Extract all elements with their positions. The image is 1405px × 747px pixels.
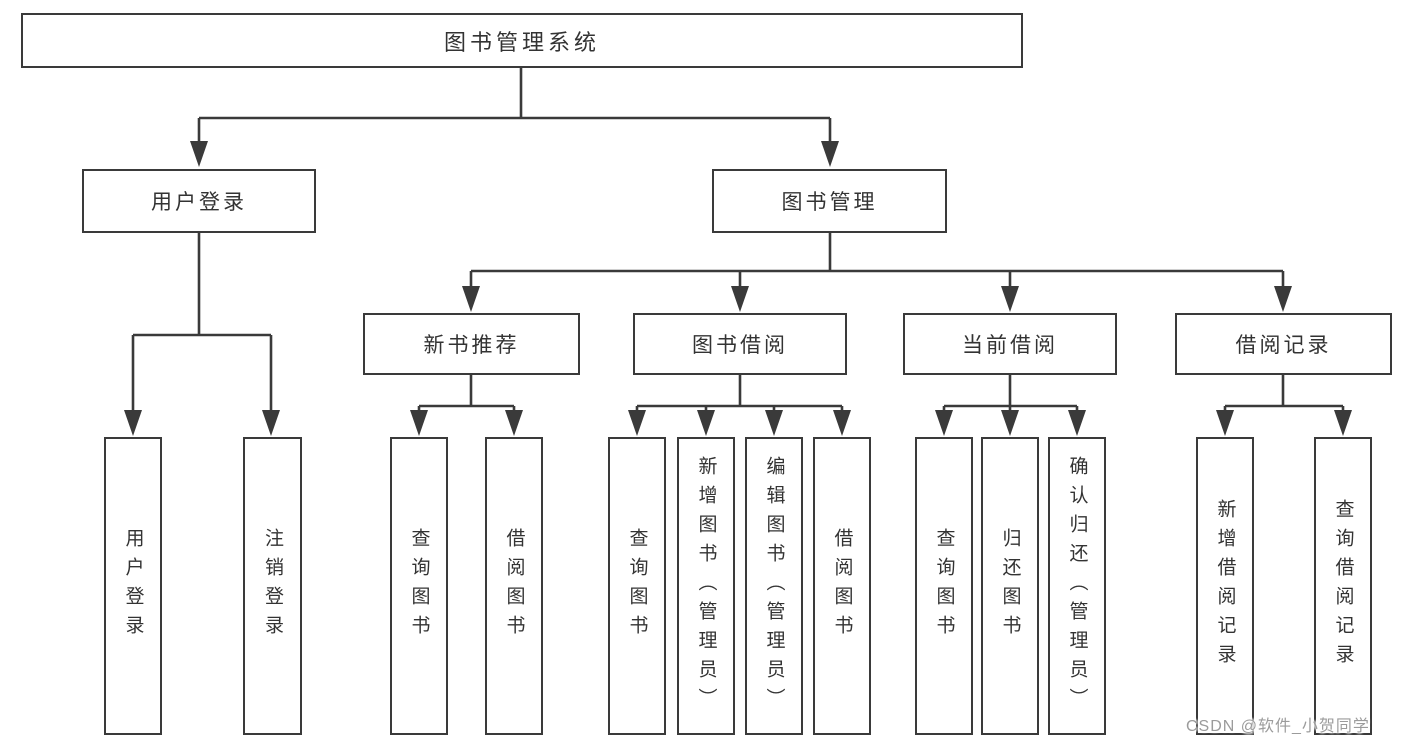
node-library-system: 图书管理系统	[21, 13, 1023, 68]
arrowhead-icon	[1001, 410, 1019, 436]
arrowhead-icon	[1068, 410, 1086, 436]
arrowhead-icon	[765, 410, 783, 436]
leaf-query-books-recommend: 查询图书	[390, 437, 448, 735]
arrowhead-icon	[462, 286, 480, 312]
arrowhead-icon	[1001, 286, 1019, 312]
arrowhead-icon	[1334, 410, 1352, 436]
arrowhead-icon	[1274, 286, 1292, 312]
leaf-borrow-books-recommend: 借阅图书	[485, 437, 543, 735]
leaf-add-book-admin: 新增图书（管理员）	[677, 437, 735, 735]
node-book-management: 图书管理	[712, 169, 947, 233]
node-borrow-records: 借阅记录	[1175, 313, 1392, 375]
node-user-login: 用户登录	[82, 169, 316, 233]
leaf-confirm-return-admin: 确认归还（管理员）	[1048, 437, 1106, 735]
leaf-add-borrow-record: 新增借阅记录	[1196, 437, 1254, 735]
arrowhead-icon	[833, 410, 851, 436]
arrowhead-icon	[821, 141, 839, 167]
watermark: CSDN @软件_小贺同学	[1186, 718, 1370, 735]
arrowhead-icon	[697, 410, 715, 436]
node-new-book-recommend: 新书推荐	[363, 313, 580, 375]
arrowhead-icon	[935, 410, 953, 436]
arrowhead-icon	[262, 410, 280, 436]
leaf-return-book: 归还图书	[981, 437, 1039, 735]
arrowhead-icon	[410, 410, 428, 436]
arrowhead-icon	[1216, 410, 1234, 436]
leaf-borrow-books-borrow: 借阅图书	[813, 437, 871, 735]
arrowhead-icon	[628, 410, 646, 436]
leaf-query-borrow-record: 查询借阅记录	[1314, 437, 1372, 735]
arrowhead-icon	[731, 286, 749, 312]
arrowhead-icon	[124, 410, 142, 436]
leaf-query-books-current: 查询图书	[915, 437, 973, 735]
node-book-borrow: 图书借阅	[633, 313, 847, 375]
leaf-query-books-borrow: 查询图书	[608, 437, 666, 735]
leaf-user-login: 用户登录	[104, 437, 162, 735]
leaf-edit-book-admin: 编辑图书（管理员）	[745, 437, 803, 735]
arrowhead-icon	[505, 410, 523, 436]
node-current-borrow: 当前借阅	[903, 313, 1117, 375]
arrowhead-icon	[190, 141, 208, 167]
leaf-logout: 注销登录	[243, 437, 302, 735]
